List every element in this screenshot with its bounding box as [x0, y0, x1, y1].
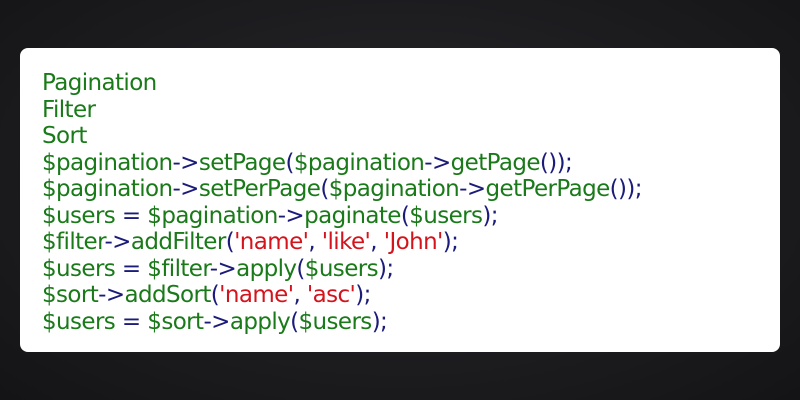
code-token: ->	[424, 149, 451, 176]
code-token: );	[371, 308, 388, 335]
code-token: Filter	[42, 96, 96, 123]
code-line: $users = $pagination->paginate($users);	[42, 203, 758, 230]
code-token: ->	[203, 308, 230, 335]
code-token: apply	[236, 255, 297, 282]
code-token: (	[290, 308, 299, 335]
code-line: $filter->addFilter('name', 'like', 'John…	[42, 229, 758, 256]
code-token: Pagination	[42, 70, 157, 96]
code-token: ());	[609, 176, 643, 202]
code-token: (	[285, 149, 294, 176]
code-token: ,	[308, 229, 322, 255]
code-token: $users	[409, 202, 483, 229]
code-token: =	[115, 202, 148, 229]
code-token: 'asc'	[306, 282, 356, 308]
code-token: ,	[370, 229, 384, 255]
code-token: =	[115, 255, 148, 282]
code-token: 'name'	[219, 282, 294, 308]
code-token: $sort	[42, 282, 99, 308]
code-token: $users	[42, 255, 116, 282]
code-token: apply	[229, 308, 291, 335]
code-token: );	[482, 202, 498, 229]
code-token: );	[442, 229, 459, 255]
code-line: Filter	[42, 97, 758, 124]
code-token: ());	[539, 149, 573, 176]
code-token: 'John'	[383, 229, 444, 255]
code-token: Sort	[42, 123, 87, 149]
code-token: $users	[298, 308, 373, 335]
code-token: );	[377, 255, 394, 282]
code-token: ->	[104, 229, 131, 255]
code-token: ->	[98, 282, 125, 308]
code-token: $users	[304, 255, 379, 282]
code-token: =	[115, 308, 148, 335]
code-line: $pagination->setPerPage($pagination->get…	[42, 176, 758, 203]
code-token: );	[355, 282, 371, 308]
code-token: getPerPage	[485, 176, 611, 202]
code-token: ->	[459, 176, 486, 202]
code-token: $pagination	[293, 149, 425, 176]
code-token: (	[400, 202, 410, 229]
code-line: $users = $sort->apply($users);	[42, 309, 758, 336]
code-token: (	[296, 255, 305, 282]
code-token: $users	[42, 202, 116, 229]
code-token: $pagination	[42, 149, 173, 176]
code-token: $pagination	[328, 176, 460, 202]
code-token: (	[210, 282, 220, 308]
code-token: $filter	[42, 229, 105, 255]
code-token: ->	[172, 149, 199, 176]
code-token: ->	[172, 176, 199, 202]
code-line: $users = $filter->apply($users);	[42, 256, 758, 283]
code-line: Sort	[42, 123, 758, 150]
code-token: setPerPage	[198, 176, 321, 202]
code-token: $pagination	[147, 202, 278, 229]
code-token: getPage	[450, 149, 541, 176]
code-line: $pagination->setPage($pagination->getPag…	[42, 150, 758, 177]
code-token: $pagination	[42, 176, 173, 202]
code-line: $sort->addSort('name', 'asc');	[42, 282, 758, 309]
code-token: setPage	[198, 149, 286, 176]
code-token: 'like'	[321, 229, 371, 255]
code-token: ->	[277, 202, 305, 229]
code-token: $users	[42, 308, 116, 335]
code-token: (	[225, 229, 235, 255]
code-line: Pagination	[42, 70, 758, 97]
code-token: ->	[209, 255, 237, 282]
code-token: addSort	[124, 282, 212, 308]
code-token: ,	[293, 282, 307, 308]
code-token: 'name'	[234, 229, 309, 255]
code-token: $sort	[147, 308, 204, 335]
code-token: (	[320, 176, 329, 202]
code-token: $filter	[147, 255, 210, 282]
code-token: addFilter	[130, 229, 226, 255]
code-token: paginate	[304, 202, 401, 229]
